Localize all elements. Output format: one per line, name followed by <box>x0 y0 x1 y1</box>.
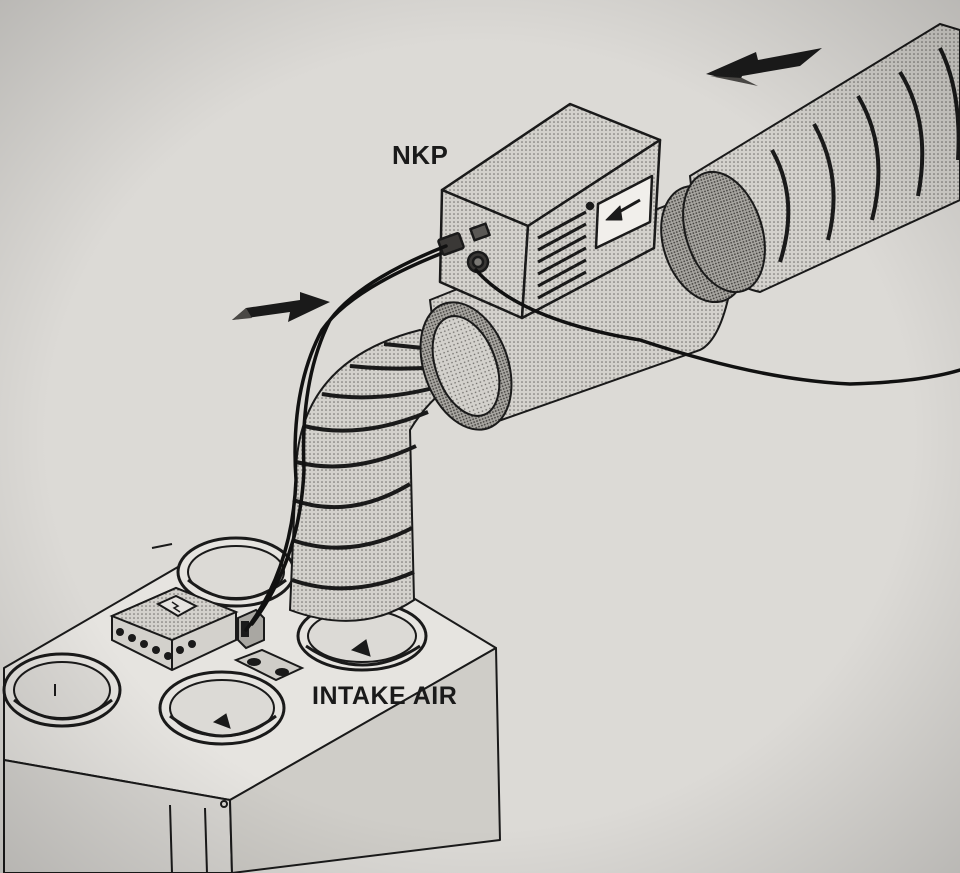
heater-label: NKP <box>392 140 449 170</box>
intake-air-label: INTAKE AIR <box>312 682 458 710</box>
